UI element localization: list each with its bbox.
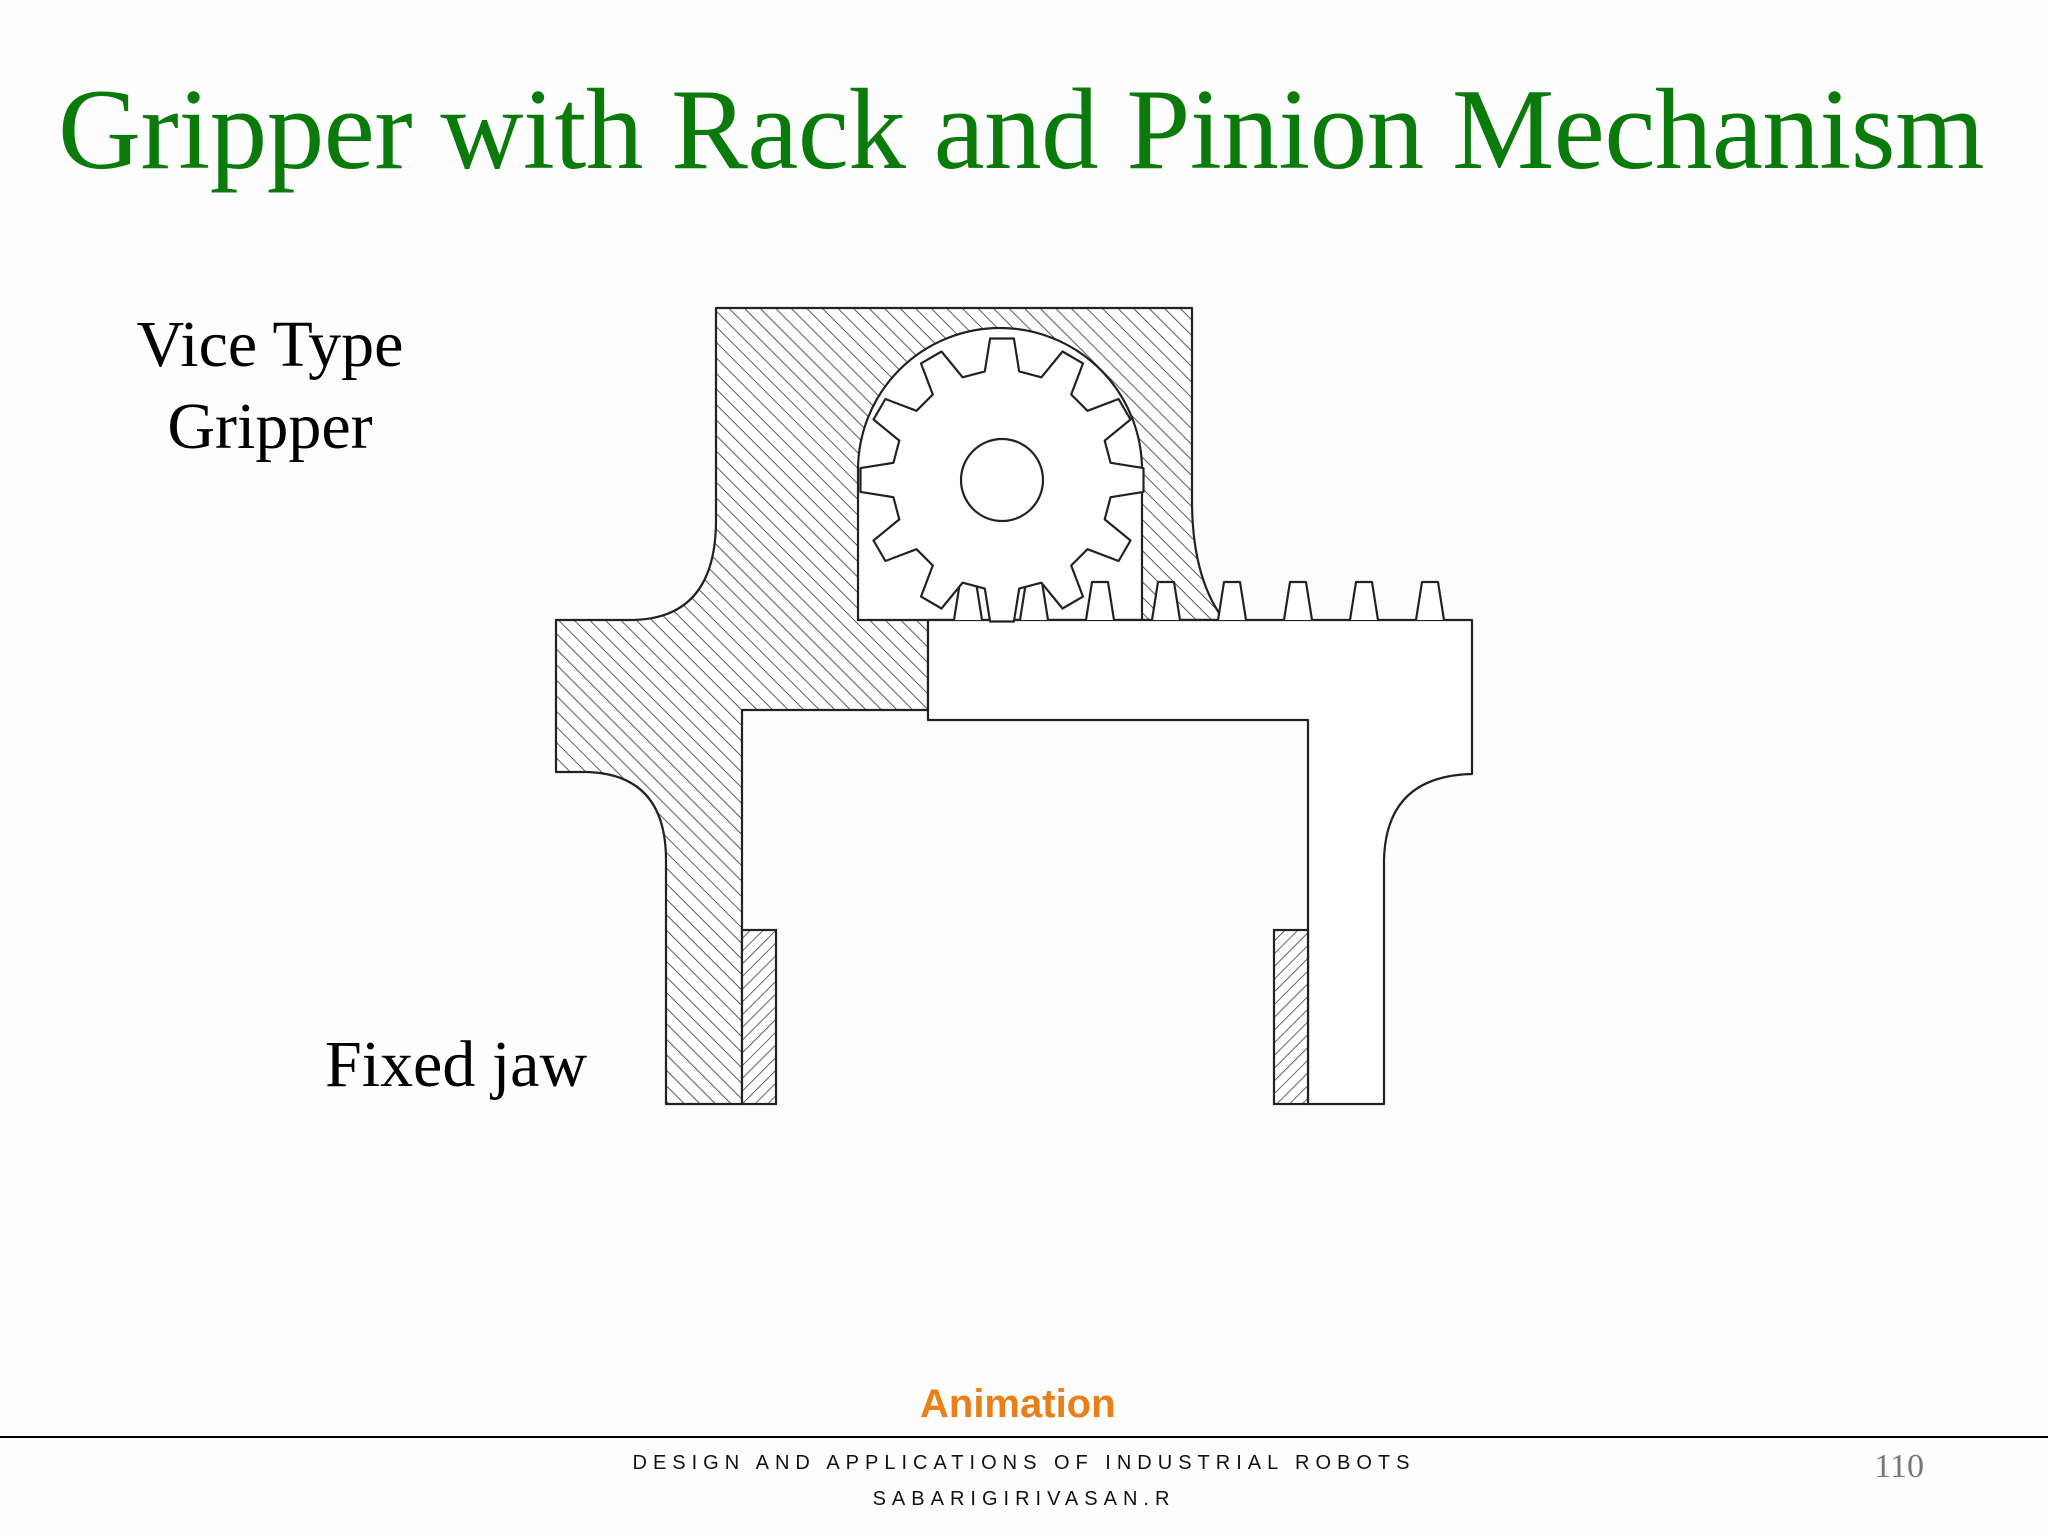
vice-type-label-line2: Gripper bbox=[167, 390, 373, 463]
vice-type-gripper-label: Vice Type Gripper bbox=[120, 304, 420, 468]
rack-tooth bbox=[1348, 580, 1380, 621]
footer-divider bbox=[0, 1436, 2048, 1438]
fixed-jaw-label: Fixed jaw bbox=[325, 1028, 588, 1101]
slide-title: Gripper with Rack and Pinion Mechanism bbox=[58, 66, 1985, 193]
vice-type-label-line1: Vice Type bbox=[136, 308, 404, 381]
rack-tooth bbox=[1150, 580, 1182, 621]
animation-link[interactable]: Animation bbox=[920, 1382, 1116, 1426]
rack-tooth bbox=[1084, 580, 1116, 621]
rack-tooth bbox=[1414, 580, 1446, 621]
footer-author: SABARIGIRIVASAN.R bbox=[872, 1488, 1176, 1510]
page-number: 110 bbox=[1874, 1448, 1924, 1485]
rack-teeth bbox=[952, 580, 1446, 621]
fixed-jaw-pad bbox=[740, 928, 778, 1106]
sliding-rack-jaw bbox=[926, 618, 1474, 1106]
pinion-shaft-hole bbox=[959, 437, 1045, 523]
moving-jaw-pad bbox=[1272, 928, 1310, 1106]
pinion-gear bbox=[859, 337, 1145, 623]
rack-tooth bbox=[1216, 580, 1248, 621]
rack-tooth bbox=[1282, 580, 1314, 621]
footer-course-title: DESIGN AND APPLICATIONS OF INDUSTRIAL RO… bbox=[632, 1452, 1416, 1474]
